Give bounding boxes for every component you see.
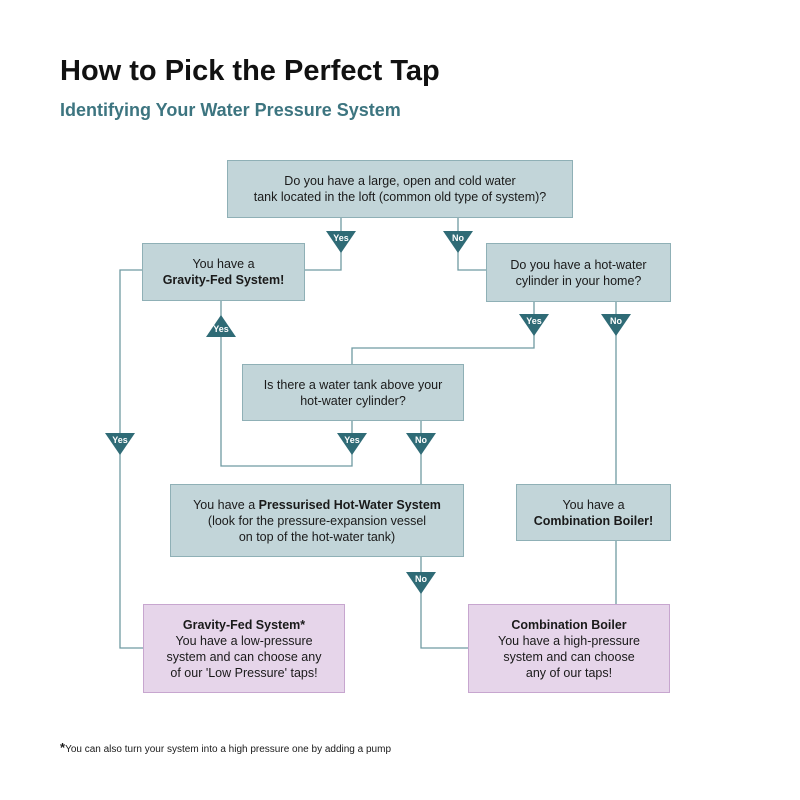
yes-marker-gravity-path: Yes (105, 433, 135, 455)
result-combi-heading: Combination Boiler (511, 617, 627, 632)
box-gravity-fed: You have a Gravity-Fed System! (142, 243, 305, 301)
question-loft-tank: Do you have a large, open and cold water… (227, 160, 573, 218)
question-tank-above-line1: Is there a water tank above your (263, 377, 443, 392)
no-marker-pressurised: No (406, 572, 436, 594)
no-label: No (415, 574, 427, 584)
result-combination-boiler: Combination Boiler You have a high-press… (468, 604, 670, 693)
question-cylinder-line2: cylinder in your home? (515, 273, 642, 288)
combi-line2: Combination Boiler! (533, 513, 654, 528)
no-label: No (452, 233, 464, 243)
yes-label: Yes (112, 435, 128, 445)
question-hot-water-cylinder: Do you have a hot-water cylinder in your… (486, 243, 671, 302)
page-subtitle: Identifying Your Water Pressure System (60, 100, 401, 120)
result-combi-line3: any of our taps! (525, 665, 613, 680)
question-cylinder-line1: Do you have a hot-water (510, 257, 647, 272)
no-label: No (610, 316, 622, 326)
pressurised-line2: (look for the pressure-expansion vessel (207, 513, 427, 528)
yes-marker-to-gravity: Yes (206, 315, 236, 337)
yes-label: Yes (333, 233, 349, 243)
yes-label: Yes (526, 316, 542, 326)
question-loft-tank-line2: tank located in the loft (common old typ… (253, 190, 547, 204)
result-gravity-line1: You have a low-pressure (175, 633, 313, 648)
yes-label: Yes (344, 435, 360, 445)
pressurised-line3: on top of the hot-water tank) (238, 529, 396, 544)
footnote: *You can also turn your system into a hi… (60, 740, 391, 755)
yes-marker-q1: Yes (326, 231, 356, 253)
result-combi-line1: You have a high-pressure (498, 633, 640, 648)
connector-pressurised-no (420, 557, 468, 649)
no-label: No (415, 435, 427, 445)
question-tank-above-cylinder: Is there a water tank above your hot-wat… (242, 364, 464, 421)
combi-line1: You have a (562, 497, 625, 512)
result-gravity-fed: Gravity-Fed System* You have a low-press… (143, 604, 345, 693)
pressurised-prefix: You have a (193, 497, 259, 512)
no-marker-q2: No (601, 314, 631, 336)
footnote-text: You can also turn your system into a hig… (65, 744, 392, 755)
box-combination-boiler: You have a Combination Boiler! (516, 484, 671, 541)
connector-q2-yes (351, 302, 535, 364)
connector-gravity-to-result (119, 269, 143, 649)
yes-marker-q3: Yes (337, 433, 367, 455)
question-loft-tank-line1: Do you have a large, open and cold water (284, 174, 516, 188)
result-gravity-line2: system and can choose any (166, 649, 322, 664)
gravity-fed-line1: You have a (192, 257, 255, 271)
gravity-fed-line2: Gravity-Fed System! (162, 273, 285, 287)
page-title: How to Pick the Perfect Tap (60, 55, 440, 87)
result-gravity-line3: of our 'Low Pressure' taps! (170, 665, 318, 680)
result-gravity-heading: Gravity-Fed System* (182, 617, 306, 632)
box-pressurised-system: You have a Pressurised Hot-Water System … (170, 484, 464, 557)
footnote-asterisk: * (60, 740, 66, 755)
yes-marker-q2: Yes (519, 314, 549, 336)
pressurised-bold: Pressurised Hot-Water System (258, 497, 441, 512)
no-marker-q1: No (443, 231, 473, 253)
yes-label: Yes (213, 324, 229, 334)
no-marker-q3: No (406, 433, 436, 455)
result-combi-line2: system and can choose (503, 649, 635, 664)
question-tank-above-line2: hot-water cylinder? (300, 393, 406, 408)
